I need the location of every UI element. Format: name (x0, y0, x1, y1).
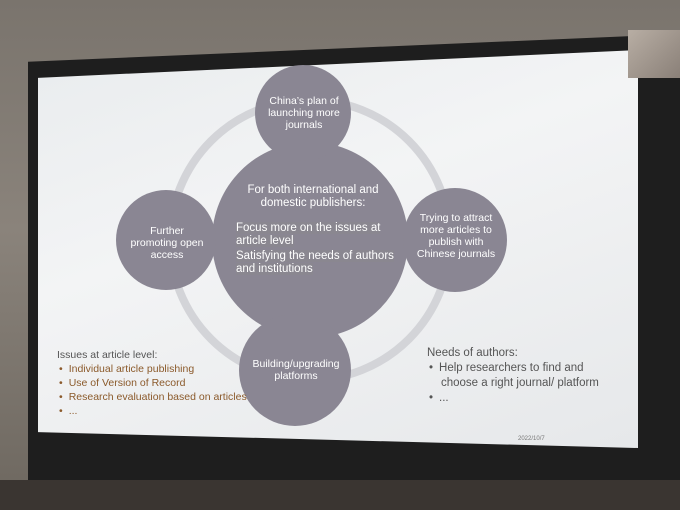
right-notes-list: Help researchers to find and choose a ri… (427, 361, 617, 406)
floor-strip (0, 480, 680, 510)
center-circle (212, 142, 408, 338)
right-notes: Needs of authors: Help researchers to fi… (427, 346, 617, 406)
top-circle (255, 65, 351, 161)
center-item-2: Satisfying the needs of authors and inst… (236, 250, 396, 276)
bottom-circle-label: Building/upgrading platforms (252, 358, 340, 382)
right-note-item: Help researchers to find and choose a ri… (439, 361, 617, 391)
center-title: For both international and domestic publ… (247, 184, 379, 209)
slide-date: 2022/10/7 (518, 436, 545, 442)
top-circle-label: China’s plan of launching more journals (268, 95, 340, 131)
left-note-item: Use of Version of Record (69, 376, 247, 390)
left-notes-title: Issues at article level: (57, 349, 158, 361)
center-item-2-text: Satisfying the needs of authors and inst… (236, 250, 394, 275)
left-notes-list: Individual article publishing Use of Ver… (57, 362, 247, 418)
right-circle-label: Trying to attract more articles to publi… (416, 212, 496, 260)
left-circle (116, 190, 216, 290)
left-note-item: Research evaluation based on articles (69, 390, 247, 404)
center-item-1: Focus more on the issues at article leve… (236, 222, 396, 248)
bottom-circle (239, 314, 351, 426)
webcam-thumbnail (628, 30, 680, 78)
center-item-1-text: Focus more on the issues at article leve… (236, 222, 381, 247)
left-circle-label: Further promoting open access (130, 225, 204, 261)
right-note-item: ... (439, 391, 617, 406)
left-notes: Issues at article level: Individual arti… (57, 348, 247, 418)
right-circle (403, 188, 507, 292)
right-notes-title: Needs of authors: (427, 347, 518, 359)
left-note-item: Individual article publishing (69, 362, 247, 376)
left-note-item: ... (69, 404, 247, 418)
